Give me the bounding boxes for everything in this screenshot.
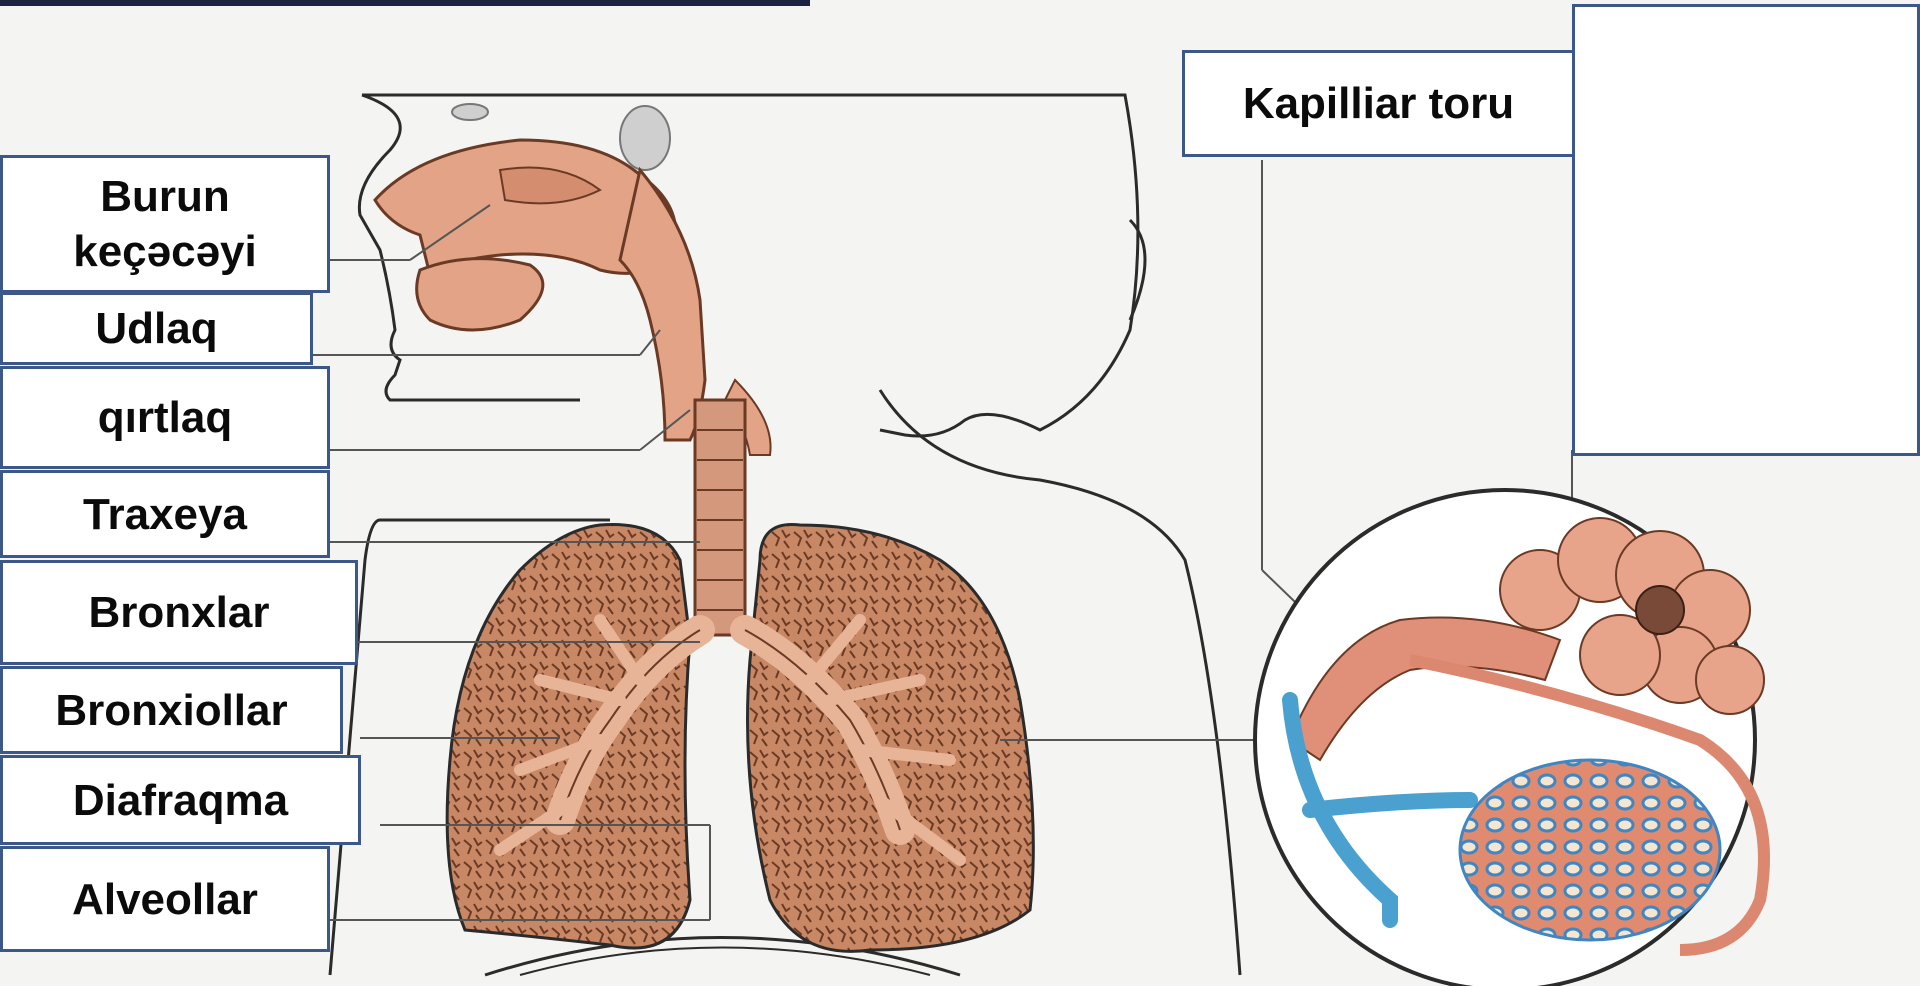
pharynx	[620, 170, 705, 440]
label-bronxiollar: Bronxiollar	[0, 666, 343, 754]
label-bronxlar: Bronxlar	[0, 560, 358, 665]
trachea	[695, 400, 745, 635]
label-burun-kecaceyi: Burun keçəcəyi	[0, 155, 330, 293]
label-alveollar: Alveollar	[0, 846, 330, 952]
left-lung	[447, 524, 690, 948]
right-lung	[748, 524, 1034, 951]
label-udlaq: Udlaq	[0, 292, 313, 365]
eyebrow-shape	[452, 104, 488, 120]
label-kapilliar-toru: Kapilliar toru	[1182, 50, 1575, 157]
eye-shape	[620, 106, 670, 170]
label-traxeya: Traxeya	[0, 470, 330, 558]
capillary-network	[1460, 760, 1720, 940]
mouth-tongue	[417, 259, 543, 330]
label-qirtlaq: qırtlaq	[0, 366, 330, 469]
alveolus-opening	[1636, 586, 1684, 634]
label-diafraqma: Diafraqma	[0, 755, 361, 845]
blank-answer-box	[1572, 4, 1920, 456]
